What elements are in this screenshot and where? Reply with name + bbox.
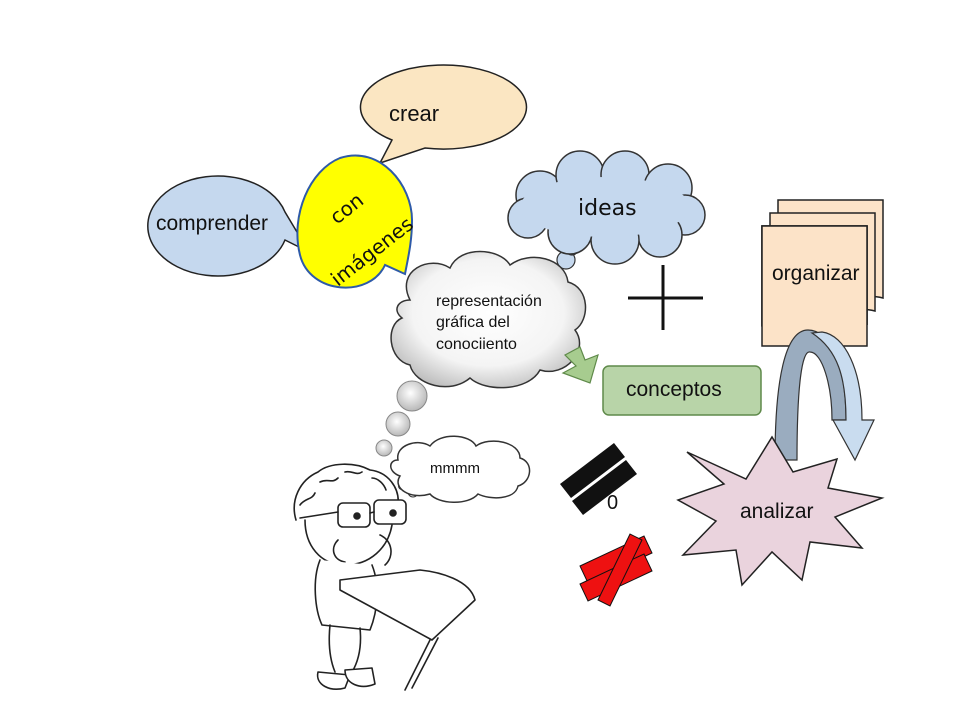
organizar-label: organizar [772, 262, 860, 285]
thinking-child-illustration [293, 463, 476, 691]
zero-label: 0 [607, 492, 619, 514]
not-equal-icon [579, 533, 653, 607]
plus-icon [628, 265, 703, 330]
crear-label: crear [389, 101, 440, 126]
ideas-label: ideas [578, 196, 637, 221]
crear-bubble [359, 64, 528, 165]
equals-icon [560, 443, 637, 515]
conceptos-box [602, 365, 762, 416]
analizar-star [676, 435, 885, 587]
green-arrow [561, 346, 599, 384]
conceptos-label: conceptos [626, 378, 722, 401]
comprender-bubble [147, 175, 311, 277]
comprender-label: comprender [156, 212, 269, 235]
curved-arrow [774, 329, 875, 462]
representacion-label-line1: representación [436, 293, 542, 310]
mmmm-label: mmmm [430, 460, 480, 477]
organizar-pages [761, 199, 884, 347]
mmmm-cloud [390, 435, 531, 503]
analizar-label: analizar [740, 500, 814, 523]
ideas-cloud [507, 150, 706, 270]
representacion-label-line3: conociiento [436, 336, 517, 353]
representacion-label-line2: gráfica del [436, 314, 510, 331]
con-imagenes-bubble [296, 154, 414, 289]
